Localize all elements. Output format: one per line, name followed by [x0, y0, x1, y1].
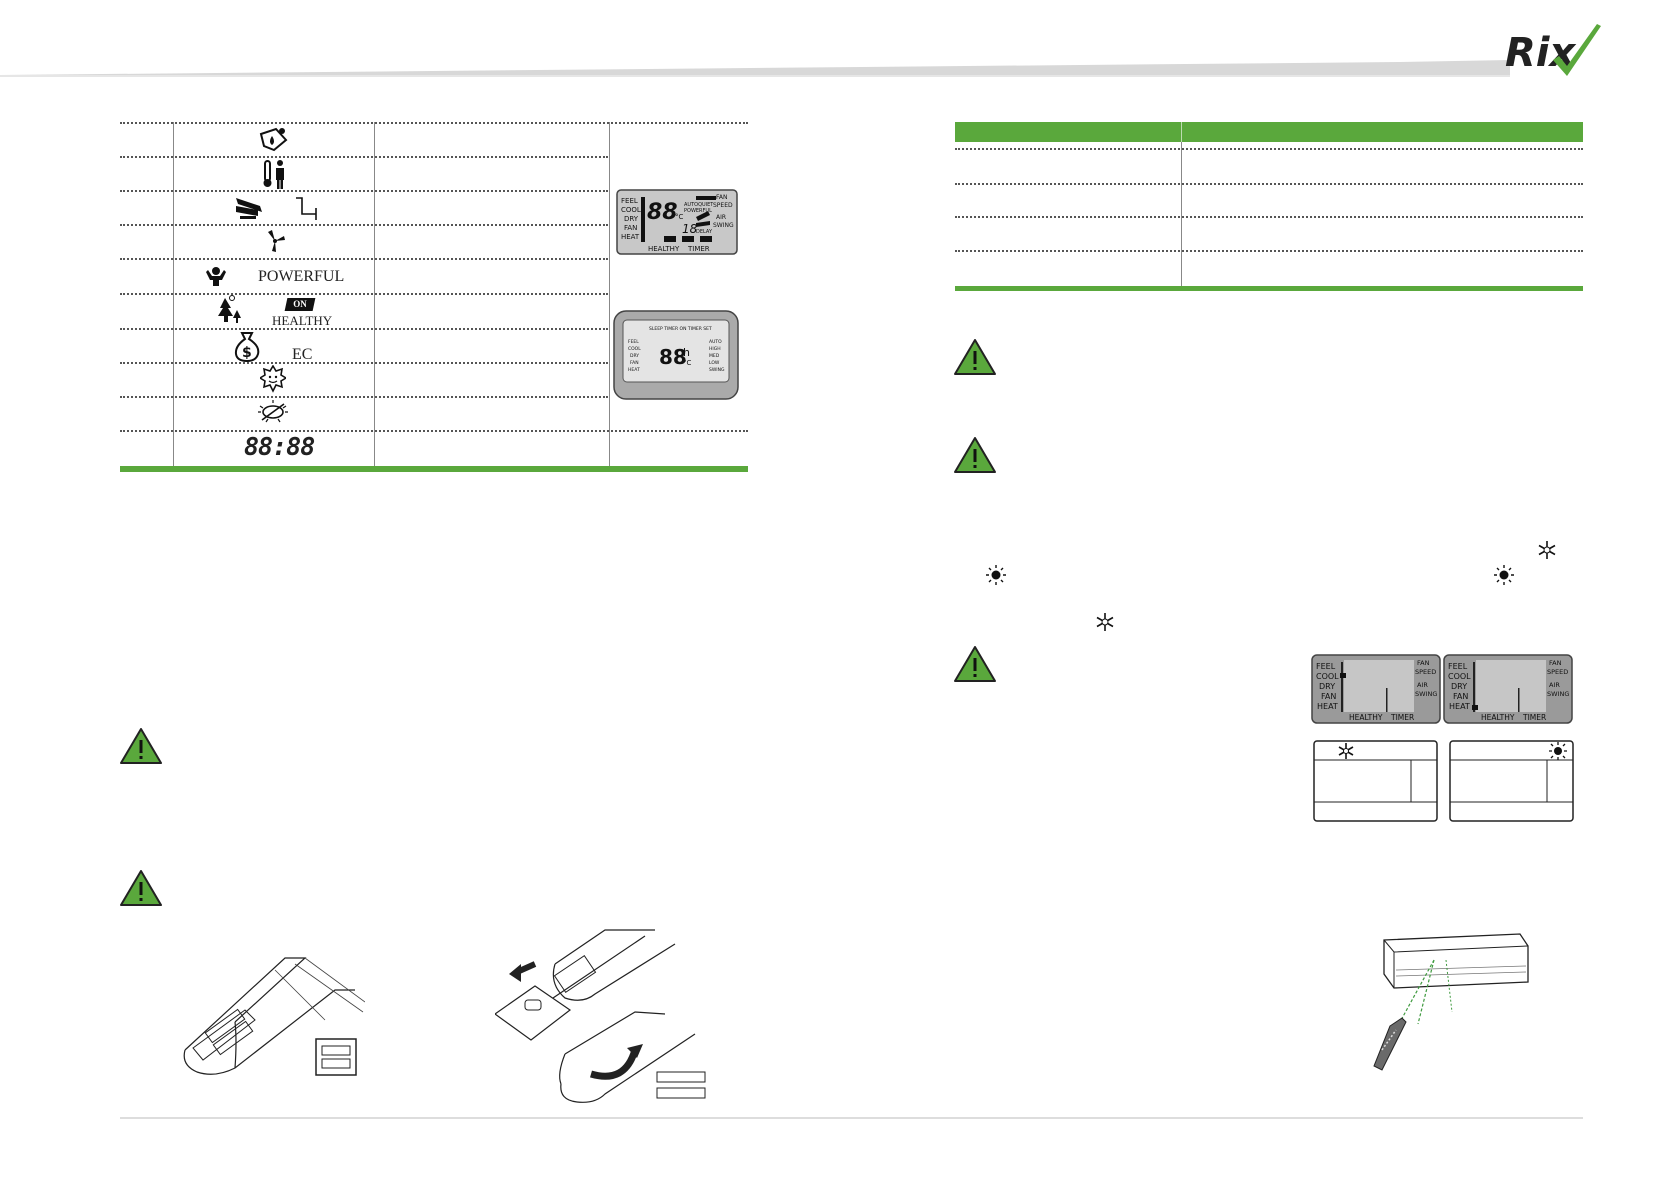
svg-text:POWERFUL: POWERFUL — [684, 208, 712, 214]
svg-text:FAN: FAN — [1453, 692, 1468, 701]
remote-open-battery-illustration — [183, 957, 365, 1075]
svg-text:AIR: AIR — [1417, 681, 1428, 689]
cool-indicator-card — [1313, 740, 1438, 822]
svg-text:88: 88 — [647, 200, 678, 225]
warning-icon — [120, 870, 162, 906]
sun-icon — [986, 565, 1006, 585]
swing-louver-icon — [236, 198, 262, 219]
warning-icon — [954, 437, 996, 473]
svg-text:AUTOQUIET: AUTOQUIET — [684, 202, 714, 208]
svg-text:HEAT: HEAT — [628, 367, 640, 373]
svg-text:COOL: COOL — [1448, 672, 1471, 681]
brand-logo: Rix — [1505, 22, 1605, 82]
healthy-tree-icon — [218, 295, 241, 323]
svg-text:FAN: FAN — [1417, 659, 1430, 667]
svg-text:TIMER: TIMER — [1522, 713, 1546, 722]
svg-text:FAN: FAN — [624, 224, 637, 232]
money-bag-icon: $ — [234, 332, 260, 362]
header-band — [0, 60, 1510, 77]
snowflake-icon — [1538, 541, 1556, 559]
lcd-display-one: FEEL COOL DRY FAN HEAT 88 °C AUTOQUIET P… — [616, 189, 738, 255]
ec-label: EC — [292, 346, 313, 363]
air-conditioner-remote-illustration — [1373, 933, 1529, 1071]
svg-text:SLEEP TIMER ON TIMER SET: SLEEP TIMER ON TIMER SET — [649, 326, 712, 332]
svg-text:HEALTHY: HEALTHY — [648, 245, 680, 253]
svg-text:HEALTHY: HEALTHY — [1349, 713, 1383, 722]
sun-face-icon — [260, 365, 286, 393]
svg-text:AIR: AIR — [716, 214, 726, 221]
powerful-label: POWERFUL — [258, 268, 345, 285]
svg-text:SWING: SWING — [709, 367, 725, 373]
svg-text:TIMER: TIMER — [687, 245, 710, 253]
healthy-label: HEALTHY — [272, 313, 333, 328]
light-off-icon — [258, 400, 288, 423]
svg-text:HEAT: HEAT — [1449, 702, 1470, 711]
powerful-icon — [206, 267, 226, 286]
warning-icon — [120, 728, 162, 764]
svg-text:FEEL: FEEL — [1448, 662, 1468, 671]
svg-text:18: 18 — [682, 222, 698, 236]
svg-text:FEEL: FEEL — [628, 339, 639, 345]
svg-text:°C: °C — [675, 213, 684, 221]
healthy-on-badge: ON — [284, 298, 316, 311]
mode-lcd-heat: FEEL COOL DRY FAN HEAT FAN SPEED AIR SWI… — [1443, 654, 1573, 724]
battery-polarity-icon — [315, 1038, 357, 1076]
healthy-on-text: ON — [293, 299, 307, 309]
svg-text:SPEED: SPEED — [1547, 668, 1568, 676]
lcd-display-two: SLEEP TIMER ON TIMER SET FEEL COOL DRY F… — [613, 310, 739, 400]
fan-icon — [268, 230, 285, 252]
svg-text:SWING: SWING — [1547, 690, 1569, 698]
svg-text:DRY: DRY — [630, 353, 639, 359]
svg-text:FAN: FAN — [630, 360, 639, 366]
svg-text:COOL: COOL — [621, 206, 641, 214]
check-mark-icon — [1553, 24, 1601, 76]
svg-text:HIGH: HIGH — [709, 346, 721, 352]
svg-text:FEEL: FEEL — [621, 197, 638, 205]
svg-text:MED: MED — [709, 353, 720, 359]
svg-text:DELAY: DELAY — [696, 229, 713, 235]
svg-text:HEALTHY: HEALTHY — [1481, 713, 1515, 722]
svg-text:°C: °C — [683, 359, 692, 367]
svg-text:DRY: DRY — [1451, 682, 1467, 691]
svg-text:DRY: DRY — [1319, 682, 1335, 691]
sun-icon — [1494, 565, 1514, 585]
footer-rule — [120, 1117, 1583, 1119]
drop-hand-icon — [259, 127, 288, 152]
svg-text:FAN: FAN — [1321, 692, 1336, 701]
svg-text:h: h — [683, 346, 690, 359]
svg-text:HEAT: HEAT — [1317, 702, 1338, 711]
heat-indicator-card — [1449, 740, 1574, 822]
swing-arrow-icon — [296, 197, 317, 220]
svg-text:TIMER: TIMER — [1390, 713, 1414, 722]
snowflake-icon — [1096, 613, 1114, 631]
svg-text:DRY: DRY — [624, 215, 639, 223]
svg-text:FEEL: FEEL — [1316, 662, 1336, 671]
svg-text:SWING: SWING — [713, 222, 734, 229]
svg-text:SPEED: SPEED — [1415, 668, 1436, 676]
svg-text:88: 88 — [659, 345, 687, 369]
mode-lcd-cool: FEEL COOL DRY FAN HEAT FAN SPEED AIR SWI… — [1311, 654, 1441, 724]
warning-icon — [954, 646, 996, 682]
svg-text:LOW: LOW — [709, 360, 720, 366]
svg-text:SWING: SWING — [1415, 690, 1437, 698]
svg-text:AUTO: AUTO — [709, 339, 722, 345]
svg-text:COOL: COOL — [1316, 672, 1339, 681]
svg-text:SPEED: SPEED — [713, 202, 733, 209]
thermometer-person-icon — [263, 160, 284, 189]
remote-insert-battery-illustration — [495, 929, 706, 1103]
warning-icon — [954, 339, 996, 375]
clock-digits: 88:88 — [244, 432, 315, 461]
svg-text:COOL: COOL — [628, 346, 641, 352]
svg-text:$: $ — [242, 345, 252, 361]
svg-text:AIR: AIR — [1549, 681, 1560, 689]
svg-text:FAN: FAN — [716, 194, 728, 201]
svg-text:FAN: FAN — [1549, 659, 1562, 667]
svg-text:HEAT: HEAT — [621, 233, 640, 241]
